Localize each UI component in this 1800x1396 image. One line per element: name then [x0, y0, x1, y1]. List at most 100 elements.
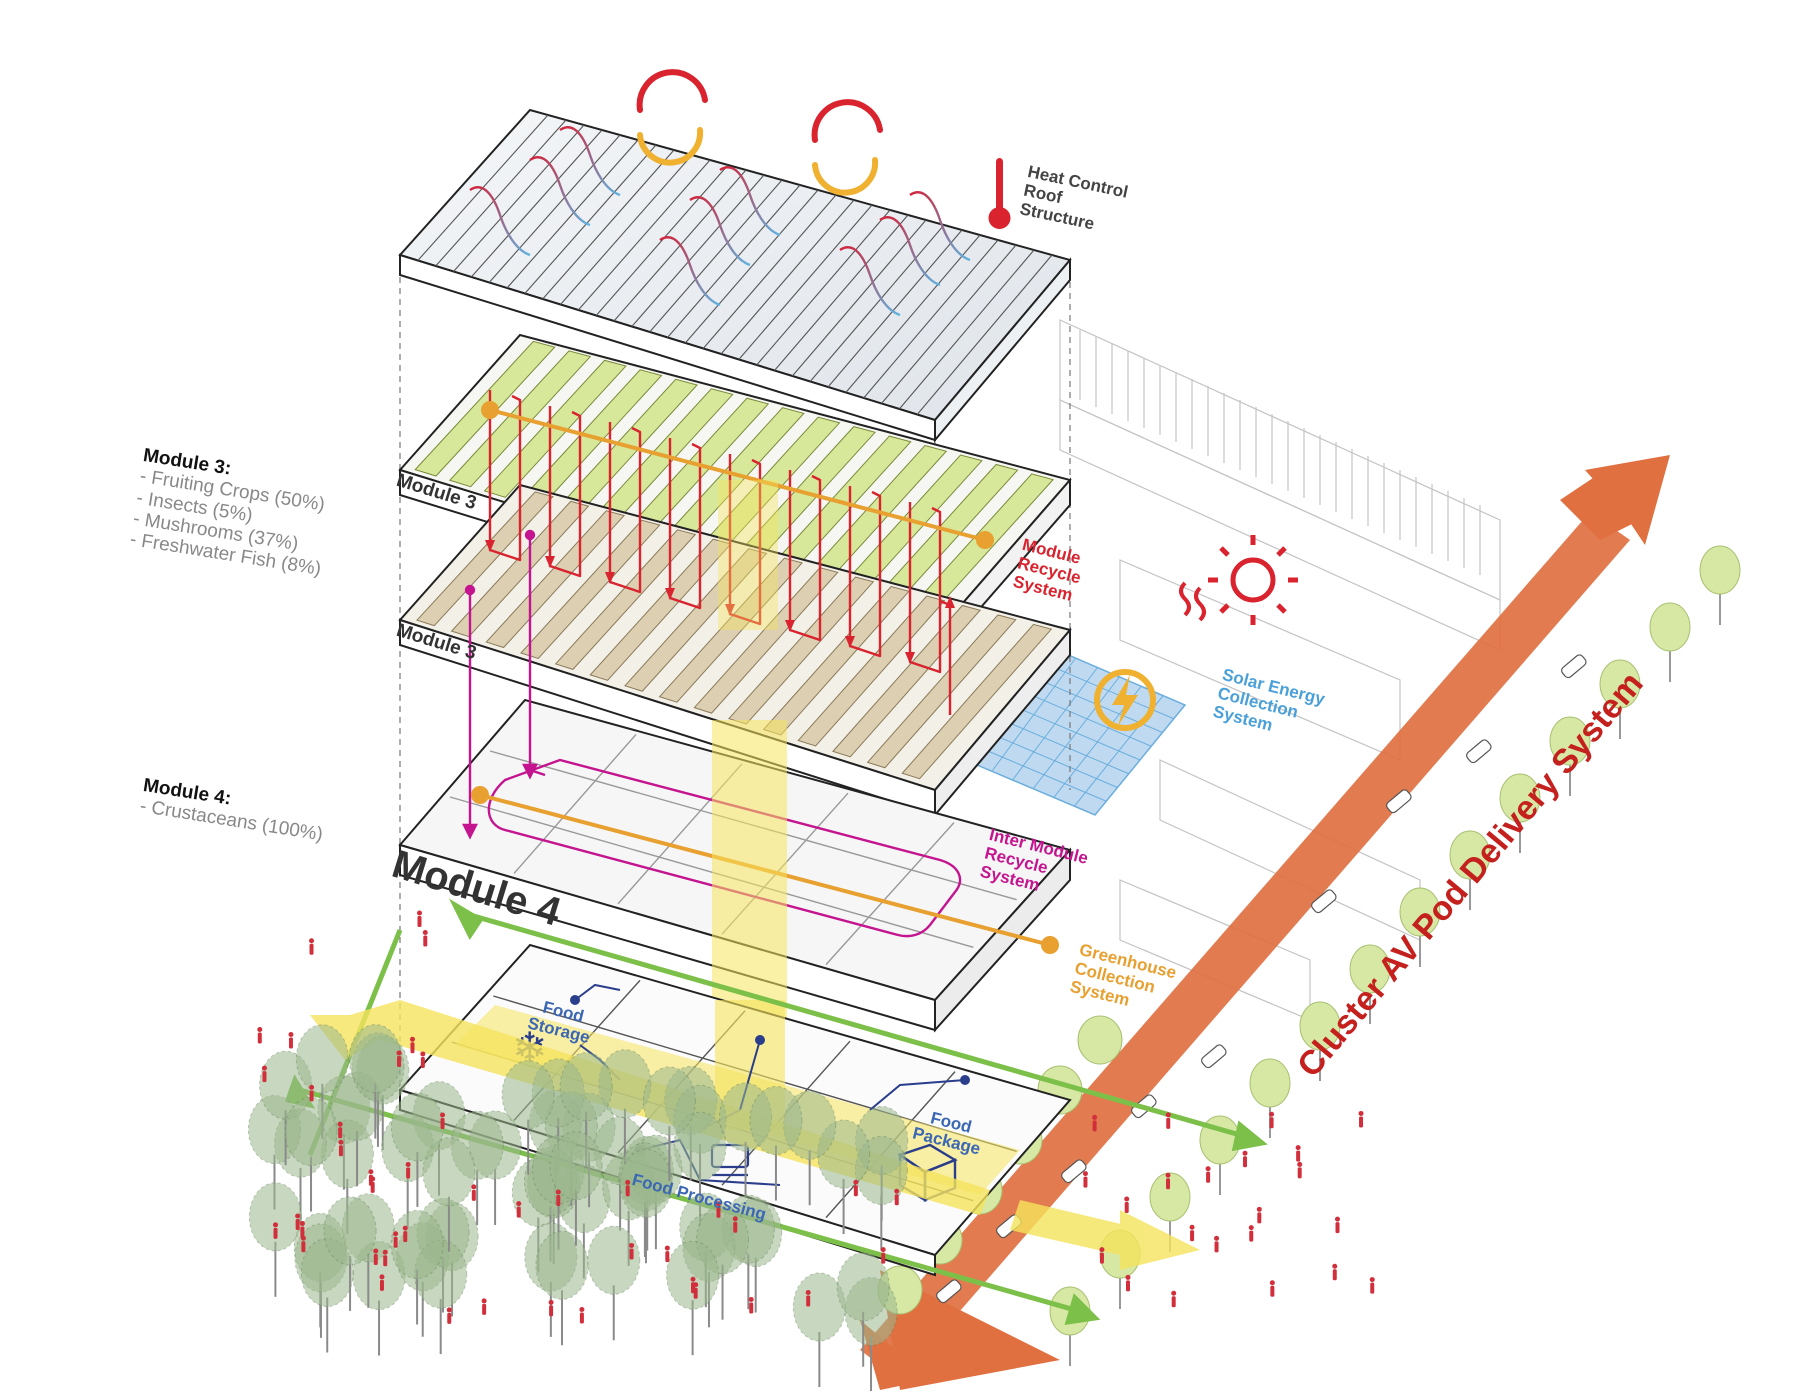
person-figure: [447, 1312, 452, 1324]
person-head: [1248, 1225, 1254, 1231]
mushroom-bed: [554, 529, 697, 670]
person-head: [370, 1176, 376, 1182]
person-head: [1189, 1224, 1195, 1230]
roof-ridge: [702, 194, 837, 349]
person-head: [715, 1201, 721, 1207]
roof-ridge: [649, 179, 783, 333]
person-head: [1269, 1111, 1275, 1117]
light-shaft: [712, 720, 787, 1040]
pedestrians: [257, 910, 1375, 1324]
tree-canopy: [422, 1137, 476, 1207]
tree-canopy: [1449, 830, 1491, 880]
person-head: [422, 929, 428, 935]
person-head: [273, 1222, 279, 1228]
person-head: [257, 1027, 263, 1033]
tree-canopy: [1549, 716, 1591, 766]
person-figure: [1359, 1116, 1364, 1128]
roof-ridge: [560, 154, 693, 305]
person-head: [446, 1307, 452, 1313]
greenhouse-label: Greenhouse Collection System: [1068, 940, 1179, 1010]
person-figure: [1335, 1222, 1340, 1234]
food-processing-label: Food Processing: [630, 1170, 769, 1225]
module-tag-middle: Module 3: [393, 620, 479, 665]
person-head: [805, 1290, 811, 1296]
person-figure: [1257, 1212, 1262, 1224]
recycle-arrowhead: [945, 596, 955, 608]
person-head: [1335, 1216, 1341, 1222]
person-head: [748, 1296, 754, 1302]
person-head: [309, 938, 315, 944]
person-head: [1256, 1206, 1262, 1212]
person-figure: [1171, 1296, 1176, 1308]
person-figure: [420, 1056, 425, 1068]
heat-wave: [469, 186, 531, 257]
person-figure: [410, 1042, 415, 1054]
person-figure: [373, 1254, 378, 1266]
person-figure: [556, 1195, 561, 1207]
roof-ridge: [738, 204, 873, 360]
person-figure: [288, 1037, 293, 1049]
solar-cell-line: [1032, 676, 1120, 790]
tree-canopy: [549, 1131, 603, 1201]
person-figure: [1269, 1117, 1274, 1129]
person-figure: [625, 1185, 630, 1197]
roof-ridge: [453, 124, 585, 272]
recycle-arrowhead: [785, 620, 795, 632]
mushroom-bed: [658, 557, 804, 703]
person-head: [1092, 1114, 1098, 1120]
roof-ridge: [827, 229, 963, 388]
roof-ridge: [720, 199, 855, 355]
recycle-loop: [548, 406, 582, 578]
person-figure: [691, 1282, 696, 1294]
person-head: [1369, 1277, 1375, 1283]
person-head: [337, 1121, 343, 1127]
tree-canopy: [1349, 944, 1391, 994]
mushroom-bed: [693, 567, 839, 714]
roof-ridge: [774, 214, 909, 371]
solar-energy-icon: [1094, 669, 1156, 731]
person-head: [1295, 1145, 1301, 1151]
av-pod: [1061, 1159, 1087, 1184]
tree-canopy: [535, 1230, 589, 1300]
roof-ridge: [898, 249, 1035, 410]
person-head: [1165, 1112, 1171, 1118]
airflow-cycle-icons: [636, 69, 883, 196]
recycle-arrowhead: [485, 540, 495, 552]
tree-canopy: [1399, 887, 1441, 937]
roof-ridge: [756, 209, 891, 366]
recycle-loop: [488, 390, 522, 562]
heat-wave: [719, 166, 781, 237]
av-pod: [1386, 789, 1412, 814]
person-head: [440, 1112, 446, 1118]
module-recycle-label: Module Recycle System: [1011, 535, 1083, 605]
tree-canopy: [1499, 773, 1541, 823]
person-head: [402, 1225, 408, 1231]
person-head: [1205, 1166, 1211, 1172]
roof-ridge: [524, 144, 657, 294]
forest: [247, 1024, 909, 1392]
recycle-arrowhead: [665, 588, 675, 600]
module-3-legend: Module 3: - Fruiting Crops (50%) - Insec…: [128, 445, 338, 580]
person-head: [664, 1245, 670, 1251]
mushroom-bed: [832, 604, 982, 758]
person-figure: [1166, 1117, 1171, 1129]
tree-canopy: [295, 1024, 349, 1094]
av-pod: [1561, 654, 1587, 679]
roof-ridge: [684, 189, 819, 344]
person-figure: [749, 1302, 754, 1314]
heat-wave-icon: [1179, 581, 1206, 622]
person-figure: [1370, 1282, 1375, 1294]
person-head: [288, 1032, 294, 1038]
person-head: [1099, 1247, 1105, 1253]
person-figure: [516, 1206, 521, 1218]
tree-canopy: [1149, 1172, 1191, 1222]
heat-control-label: Heat Control Roof Structure: [1018, 162, 1130, 234]
person-figure: [1124, 1202, 1129, 1214]
person-figure: [894, 1194, 899, 1206]
person-head: [396, 1050, 402, 1056]
person-head: [373, 1248, 379, 1254]
person-head: [1358, 1110, 1364, 1116]
person-head: [261, 1065, 267, 1071]
av-pod: [936, 1279, 962, 1304]
tree-canopy: [1699, 545, 1741, 595]
